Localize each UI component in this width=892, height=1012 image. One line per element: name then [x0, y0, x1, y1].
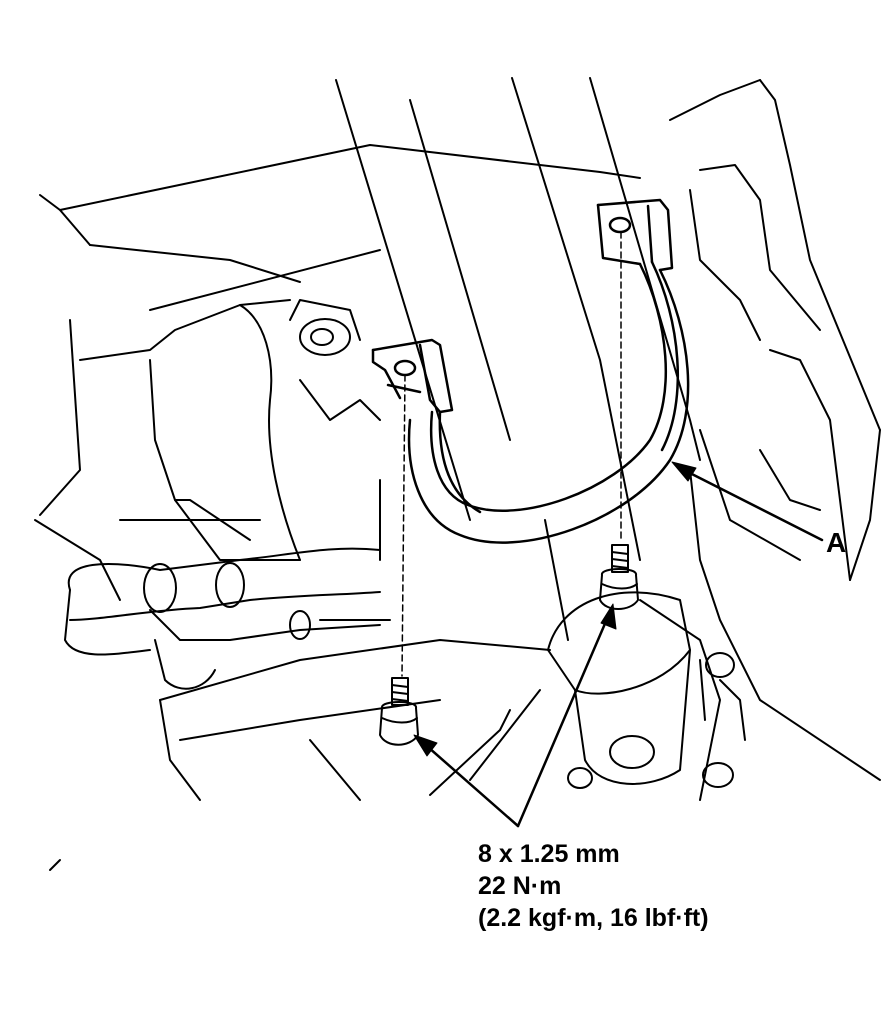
arrowhead-right-bolt	[600, 603, 617, 630]
leader-lines	[418, 466, 824, 828]
leader-to-right-bolt	[516, 610, 612, 828]
arrowheads	[413, 461, 697, 757]
torque-nm-label: 22 N·m	[478, 872, 562, 900]
alignment-lines	[401, 231, 622, 677]
arrowhead-left-bolt	[413, 734, 438, 757]
mounting-bracket-a	[371, 198, 690, 544]
bolt-right	[599, 544, 639, 610]
fastener-spec-block: 8 x 1.25 mm 22 N·m (2.2 kgf·m, 16 lbf·ft…	[478, 838, 709, 934]
leader-to-left-bolt	[418, 738, 520, 828]
arrowhead-part-a	[671, 461, 697, 482]
part-label-a: A	[826, 527, 847, 558]
bolt-size-label: 8 x 1.25 mm	[478, 840, 620, 868]
bolt-left	[379, 677, 419, 746]
background-structure	[34, 77, 881, 871]
leader-to-part-a	[678, 466, 824, 542]
torque-alt-label: (2.2 kgf·m, 16 lbf·ft)	[478, 904, 709, 932]
